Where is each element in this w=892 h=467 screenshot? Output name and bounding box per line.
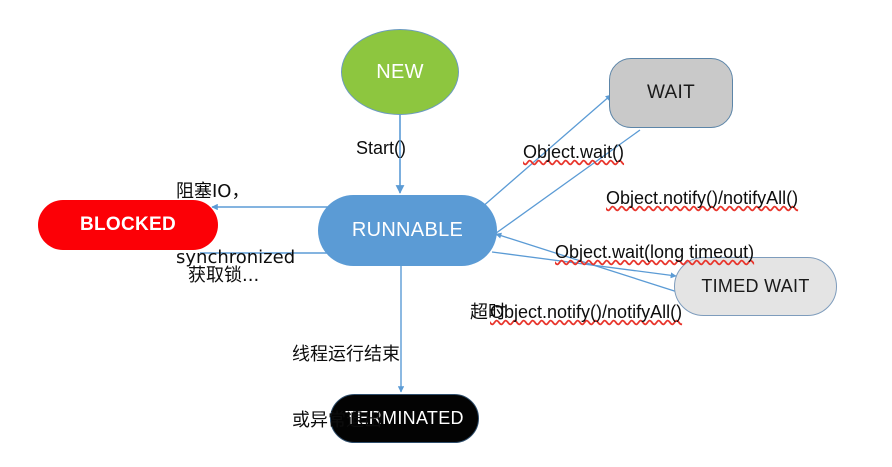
edge-label-acquire-lock: 获取锁... — [188, 265, 260, 286]
edge-label-start: Start() — [356, 138, 407, 158]
edge-label-object-notify-timed-text: Object.notify()/notifyAll() — [490, 301, 683, 322]
edge-label-object-notify-timed: Object.notify()/notifyAll() — [470, 280, 682, 346]
node-wait-label: WAIT — [647, 82, 695, 103]
node-timed-wait[interactable]: TIMED WAIT — [674, 257, 837, 316]
edge-label-thread-end: 线程运行结束 或异常退出 — [292, 300, 400, 467]
edge-runnable-to-timedwait — [491, 251, 677, 279]
edge-wait-to-runnable — [491, 129, 641, 237]
edge-label-object-notify-wait-text: Object.notify()/notifyAll() — [606, 187, 799, 208]
edge-label-object-wait: Object.wait() — [503, 120, 624, 186]
edge-label-object-wait-long-text: Object.wait(long timeout) — [555, 241, 755, 262]
edge-label-object-notify-wait: Object.notify()/notifyAll() — [586, 166, 798, 232]
node-runnable[interactable]: RUNNABLE — [318, 195, 497, 266]
node-terminated[interactable]: TERMINATED — [330, 394, 479, 443]
node-new-label: NEW — [376, 60, 424, 83]
node-new[interactable]: NEW — [341, 29, 459, 115]
edge-label-thread-end-line2: 或异常退出 — [292, 409, 382, 431]
node-terminated-label: TERMINATED — [345, 408, 464, 428]
node-runnable-label: RUNNABLE — [351, 219, 464, 241]
edge-label-thread-end-line1: 线程运行结束 — [292, 343, 400, 365]
node-blocked-label: BLOCKED — [79, 214, 177, 235]
node-wait[interactable]: WAIT — [609, 58, 733, 128]
node-blocked[interactable]: BLOCKED — [38, 200, 218, 250]
edge-label-block-io-line1: 阻塞IO， — [176, 180, 250, 202]
edge-label-object-wait-long: Object.wait(long timeout) — [535, 220, 754, 286]
edge-timedwait-to-runnable — [495, 232, 691, 297]
edge-label-timeout: 超时 — [470, 302, 506, 323]
edge-label-block-io-line2: synchronized — [176, 246, 296, 268]
edge-label-object-wait-text: Object.wait() — [523, 141, 625, 162]
edge-runnable-to-wait — [480, 94, 612, 209]
node-timed-wait-label: TIMED WAIT — [701, 276, 810, 296]
edge-label-block-io: 阻塞IO， synchronized — [176, 137, 295, 313]
